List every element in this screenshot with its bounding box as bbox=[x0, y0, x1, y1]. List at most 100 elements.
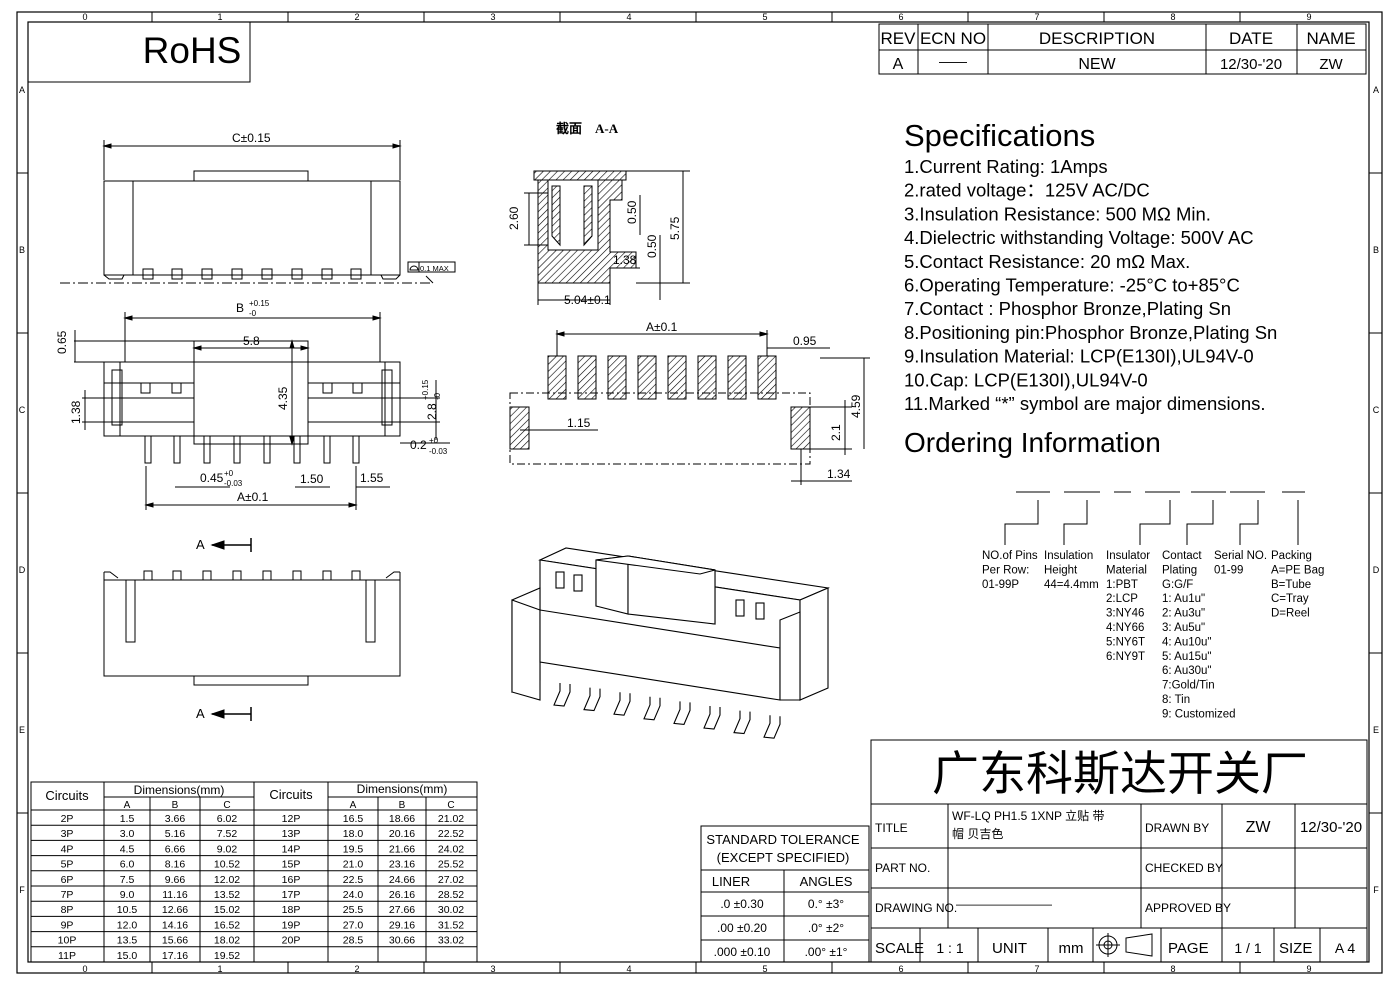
ordering-option: 5: Au15u" bbox=[1162, 651, 1212, 663]
description-value: NEW bbox=[1078, 56, 1116, 73]
dim-table-cell: 27.0 bbox=[343, 919, 364, 931]
dim-table-cell: 13P bbox=[282, 828, 301, 840]
ordering-option: 8: Tin bbox=[1162, 694, 1190, 706]
unit-value: mm bbox=[1059, 940, 1084, 957]
dim-table-cell: 7.5 bbox=[120, 874, 135, 886]
spec-item: 8.Positioning pin:Phosphor Bronze,Platin… bbox=[904, 322, 1277, 343]
dim-table-cell: 27.66 bbox=[389, 904, 415, 916]
zone-col-top: 7 bbox=[1034, 12, 1039, 22]
iso-lead bbox=[553, 683, 571, 707]
front-pin bbox=[173, 435, 181, 464]
iso-lead bbox=[733, 710, 751, 735]
ordering-title: Ordering Information bbox=[904, 427, 1161, 458]
ordering-option: D=Reel bbox=[1271, 608, 1310, 620]
dim-table-cell: 22.5 bbox=[343, 874, 364, 886]
top-pin bbox=[261, 268, 273, 280]
pcb-pad bbox=[607, 355, 627, 400]
description-header: DESCRIPTION bbox=[1039, 29, 1155, 48]
ordering-option: Plating bbox=[1162, 564, 1197, 576]
tol-angle-2: .0° ±2° bbox=[808, 921, 844, 935]
rev-header: REV bbox=[881, 29, 917, 48]
zone-col-bottom: 9 bbox=[1306, 964, 1311, 974]
top-elevation-dims: C±0.15 0.1 MAX bbox=[232, 131, 449, 273]
dim-table-cell: 15P bbox=[282, 859, 301, 871]
tol-liner-2: .00 ±0.20 bbox=[717, 921, 767, 935]
dim-table-cell: 6P bbox=[61, 874, 74, 886]
dim-table-cell: 8P bbox=[61, 904, 74, 916]
ordering-option: 9: Customized bbox=[1162, 708, 1236, 720]
dim-table-cell: 25.52 bbox=[438, 859, 464, 871]
dim-table-cell: 15.02 bbox=[214, 904, 240, 916]
company-name: 广东科斯达开关厂 bbox=[932, 747, 1308, 800]
pcb-footprint bbox=[509, 330, 870, 485]
spec-item: 10.Cap: LCP(E130I),UL94V-0 bbox=[904, 369, 1148, 390]
dim-table-cell: 9.66 bbox=[165, 874, 186, 886]
zone-row-left: C bbox=[19, 405, 26, 415]
dim-table-cell: 26.16 bbox=[389, 889, 415, 901]
top-elevation-view bbox=[60, 140, 456, 284]
iso-lead bbox=[583, 687, 601, 712]
dim-table-cell: 17P bbox=[282, 889, 301, 901]
ordering-option: Insulator bbox=[1106, 550, 1150, 562]
dim-b: B bbox=[236, 301, 244, 315]
dim-table-cell: 11P bbox=[58, 950, 76, 962]
zone-col-bottom: 0 bbox=[82, 964, 87, 974]
dim-0-2-tol-minus: -0.03 bbox=[429, 447, 448, 456]
dim-table-cell: 21.02 bbox=[438, 813, 464, 825]
dim-table-cell: 18.66 bbox=[389, 813, 415, 825]
dim-table-cell: 27.02 bbox=[438, 874, 464, 886]
size-value: A 4 bbox=[1335, 940, 1355, 956]
dim-table-cell: 12P bbox=[282, 813, 301, 825]
specifications: Specifications 1.Current Rating: 1Amps2.… bbox=[904, 118, 1277, 458]
title-value-line-2: 帽 贝吉色 bbox=[952, 826, 1003, 841]
ordering-option: 5:NY6T bbox=[1106, 636, 1145, 648]
dim-table-cell: 4.5 bbox=[120, 843, 135, 855]
dim-table-cell: 23.16 bbox=[389, 859, 415, 871]
zone-row-right: D bbox=[1373, 565, 1380, 575]
dim-table-cell: 10.52 bbox=[214, 859, 240, 871]
dim-table-cell: 15.66 bbox=[162, 935, 188, 947]
front-view-dims: B +0.15 -0 5.8 0.65 1.38 4.35 2.8 +0.15 … bbox=[55, 299, 448, 504]
zone-row-left: B bbox=[19, 245, 25, 255]
dim-table-cell: 24.02 bbox=[438, 843, 464, 855]
ordering-code-diagram bbox=[1004, 491, 1305, 545]
dim-table-cell: 24.66 bbox=[389, 874, 415, 886]
dim-table-cell: 28.5 bbox=[343, 935, 364, 947]
dim-table-cell: 10.5 bbox=[117, 904, 138, 916]
spec-item: 6.Operating Temperature: -25°C to+85°C bbox=[904, 275, 1240, 296]
dim-1-15: 1.15 bbox=[567, 416, 591, 430]
dim-table-cell: 33.02 bbox=[438, 935, 464, 947]
dims-title-right: Dimensions(mm) bbox=[357, 782, 448, 796]
spec-item: 3.Insulation Resistance: 500 MΩ Min. bbox=[904, 203, 1211, 224]
iso-lead bbox=[763, 715, 781, 739]
spec-item: 9.Insulation Material: LCP(E130I),UL94V-… bbox=[904, 346, 1254, 367]
zone-col-bottom: 3 bbox=[490, 964, 495, 974]
ordering-option: 2: Au3u" bbox=[1162, 608, 1205, 620]
ordering-option: Material bbox=[1106, 564, 1147, 576]
drawn-date: 12/30-'20 bbox=[1300, 819, 1362, 836]
dim-2-8-tol-plus: +0.15 bbox=[421, 379, 430, 400]
scale-label: SCALE bbox=[875, 940, 924, 957]
dim-table-cell: 3P bbox=[61, 828, 74, 840]
top-pin bbox=[350, 268, 362, 280]
ordering-option: A=PE Bag bbox=[1271, 564, 1324, 576]
dimension-table-text: Circuits Circuits Dimensions(mm) Dimensi… bbox=[45, 782, 464, 962]
dim-table-cell: 15.0 bbox=[117, 950, 138, 962]
iso-lead bbox=[613, 692, 631, 716]
dim-table-cell: 16.5 bbox=[343, 813, 364, 825]
circuits-label-right: Circuits bbox=[269, 787, 313, 802]
side-pin bbox=[202, 570, 212, 581]
spec-item: 11.Marked “*” symbol are major dimension… bbox=[904, 393, 1266, 414]
zone-row-left: A bbox=[19, 85, 25, 95]
ordering-option: Serial NO. bbox=[1214, 550, 1267, 562]
revision-text: REV ECN NO DESCRIPTION DATE NAME A —— NE… bbox=[881, 29, 1356, 73]
spec-item: 4.Dielectric withstanding Voltage: 500V … bbox=[904, 227, 1254, 248]
dim-table-cell: 6.66 bbox=[165, 843, 186, 855]
dim-a: A±0.1 bbox=[237, 490, 269, 504]
front-pin bbox=[352, 435, 360, 464]
dim-table-cell: 30.02 bbox=[438, 904, 464, 916]
dim-table-cell: 20.16 bbox=[389, 828, 415, 840]
zone-row-right: F bbox=[1373, 885, 1379, 895]
dim-table-cell: 9.0 bbox=[120, 889, 135, 901]
tolerance-title-1: STANDARD TOLERANCE bbox=[706, 832, 859, 847]
